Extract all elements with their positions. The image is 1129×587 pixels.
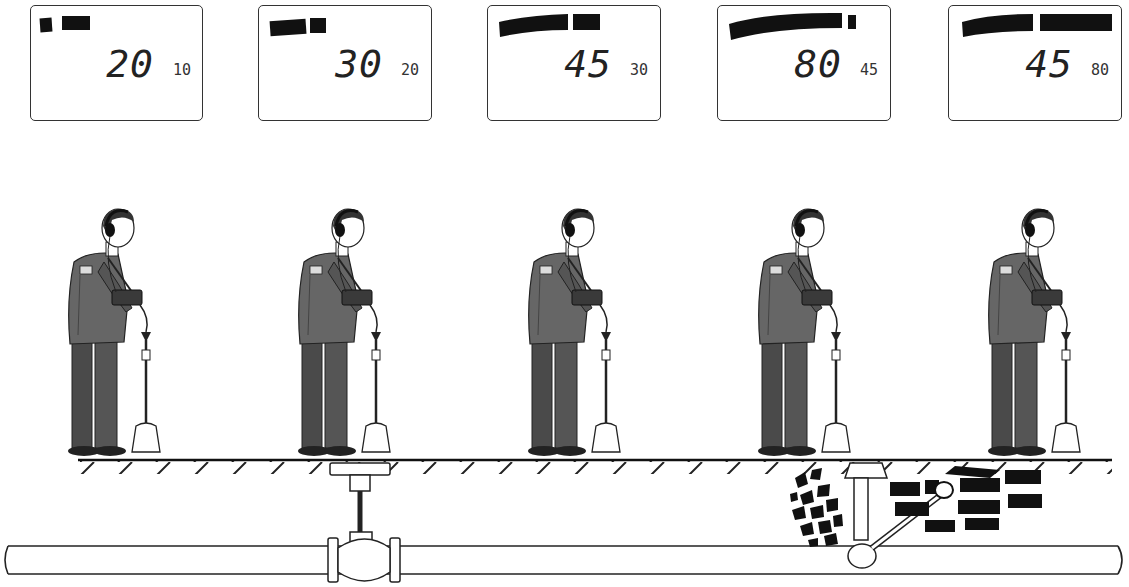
detector-display: 45 80 (948, 5, 1122, 121)
detector-display: 45 30 (487, 5, 661, 121)
water-pipe (5, 546, 1122, 574)
bar-graph (40, 13, 1112, 40)
current-level: 45 (1025, 42, 1073, 86)
current-level: 45 (564, 42, 612, 86)
leak-spray (790, 468, 843, 547)
previous-level: 10 (173, 61, 191, 79)
detector-display: 2010 (30, 5, 203, 121)
brick-wall (890, 466, 1042, 532)
previous-level: 80 (1091, 61, 1109, 79)
service-connection (845, 463, 942, 568)
previous-level: 30 (630, 61, 648, 79)
current-level: 30 (335, 42, 383, 86)
gate-valve (328, 463, 400, 582)
listening-operator (68, 209, 1080, 456)
detector-display: 30 20 (258, 5, 432, 121)
previous-level: 20 (401, 61, 419, 79)
current-level: 80 (794, 42, 842, 86)
detector-display: 80 45 (717, 5, 891, 121)
previous-level: 45 (860, 61, 878, 79)
current-level: 20 (106, 42, 154, 86)
